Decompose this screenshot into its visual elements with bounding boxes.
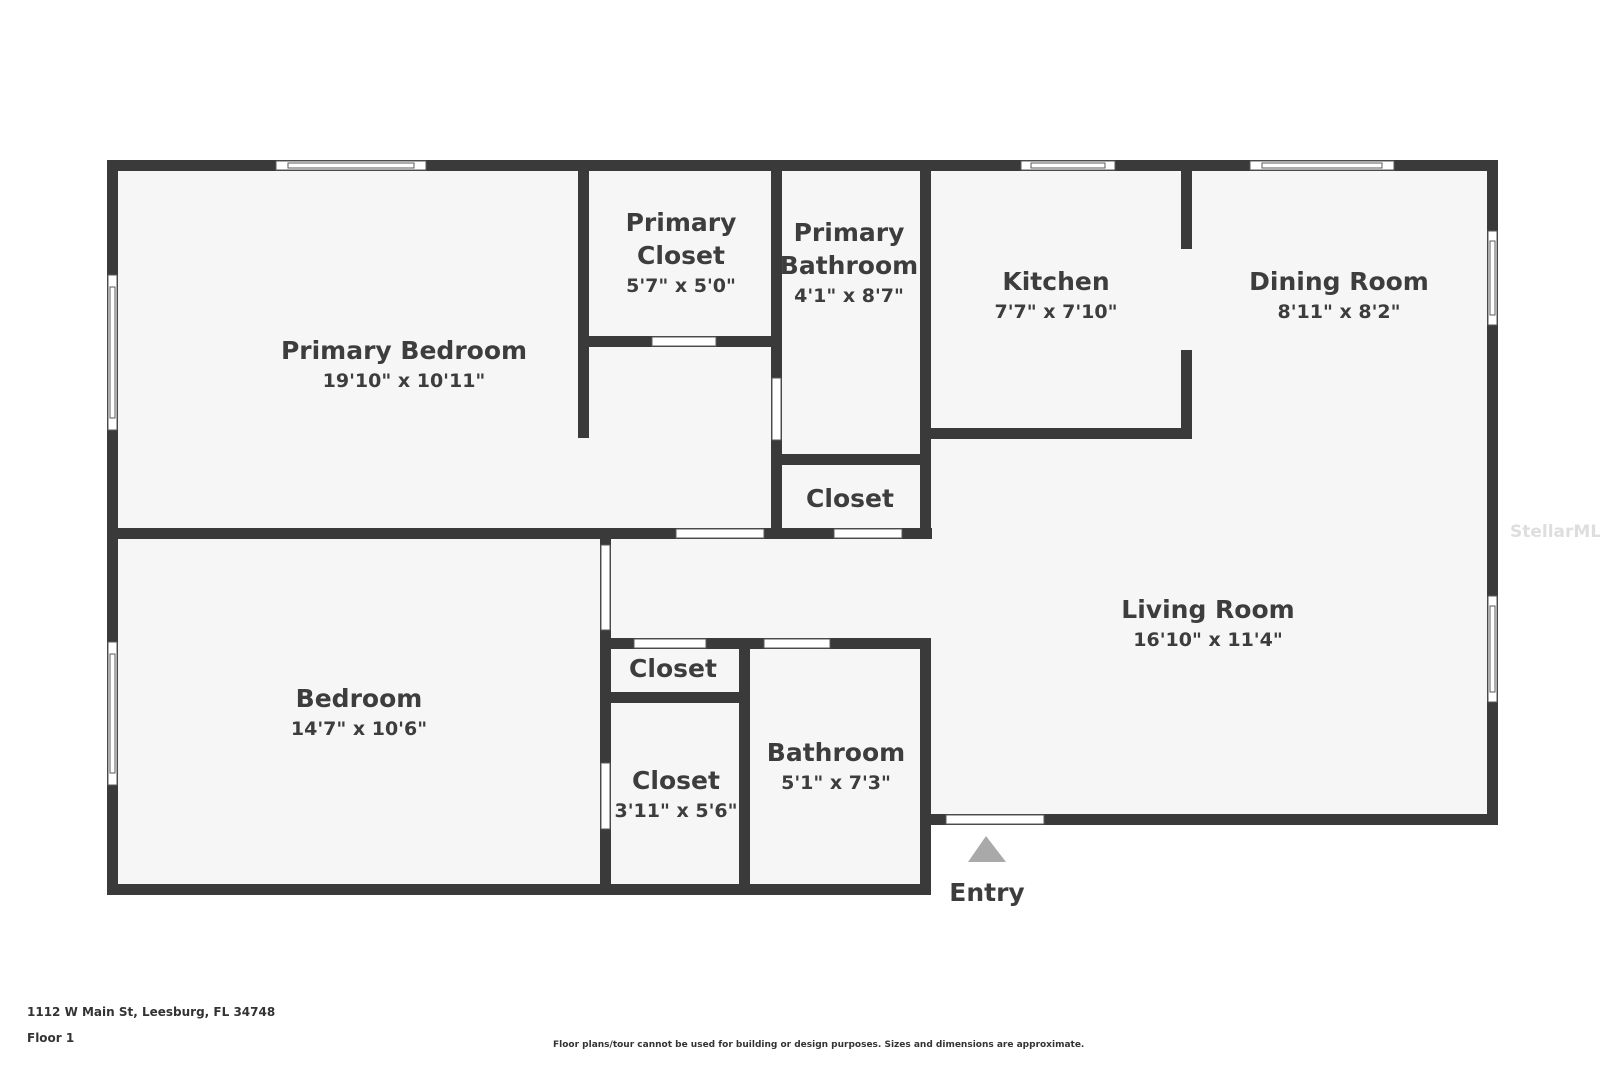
room-closet-upper: Closet [806,484,894,513]
room-closet-lower: Closet 3'11" x 5'6" [614,766,737,822]
room-primary-closet: Primary Closet 5'7" x 5'0" [626,208,737,297]
room-name: Living Room [1121,595,1294,624]
room-kitchen: Kitchen 7'7" x 7'10" [994,267,1117,323]
room-dimensions: 16'10" x 11'4" [1133,629,1282,651]
floor-area [112,166,1493,890]
room-dimensions: 19'10" x 10'11" [323,370,486,392]
room-name: Kitchen [1002,267,1109,296]
room-bedroom: Bedroom 14'7" x 10'6" [291,684,427,740]
disclaimer-text: Floor plans/tour cannot be used for buil… [553,1040,1085,1050]
watermark-logo: StellarMLS [1510,522,1600,542]
room-dimensions: 4'1" x 8'7" [794,285,904,307]
room-dimensions: 5'1" x 7'3" [781,772,891,794]
room-dimensions: 7'7" x 7'10" [994,301,1117,323]
room-name: Bathroom [767,738,905,767]
room-name-line-2: Closet [637,241,725,270]
room-dining-room: Dining Room 8'11" x 8'2" [1249,267,1429,323]
room-name-line-2: Bathroom [780,251,918,280]
room-dimensions: 3'11" x 5'6" [614,800,737,822]
room-name-line-1: Primary [794,218,905,247]
room-closet-small: Closet [629,654,717,683]
room-primary-bathroom: Primary Bathroom 4'1" x 8'7" [780,218,918,307]
room-dimensions: 14'7" x 10'6" [291,718,427,740]
room-name: Bedroom [296,684,423,713]
walls [107,160,1498,895]
room-name: Dining Room [1249,267,1429,296]
entry-arrow-icon [968,836,1006,862]
room-name: Closet [629,654,717,683]
entry-label: Entry [949,878,1024,907]
room-dimensions: 5'7" x 5'0" [626,275,736,297]
windows [107,160,1498,786]
room-living-room: Living Room 16'10" x 11'4" [1121,595,1294,651]
floor-label: Floor 1 [27,1031,75,1045]
room-name: Closet [806,484,894,513]
door-openings [600,336,1045,830]
room-primary-bedroom: Primary Bedroom 19'10" x 10'11" [281,336,527,392]
room-dimensions: 8'11" x 8'2" [1277,301,1400,323]
room-name: Primary Bedroom [281,336,527,365]
property-address: 1112 W Main St, Leesburg, FL 34748 [27,1005,276,1019]
room-name-line-1: Primary [626,208,737,237]
room-bathroom: Bathroom 5'1" x 7'3" [767,738,905,794]
room-name: Closet [632,766,720,795]
